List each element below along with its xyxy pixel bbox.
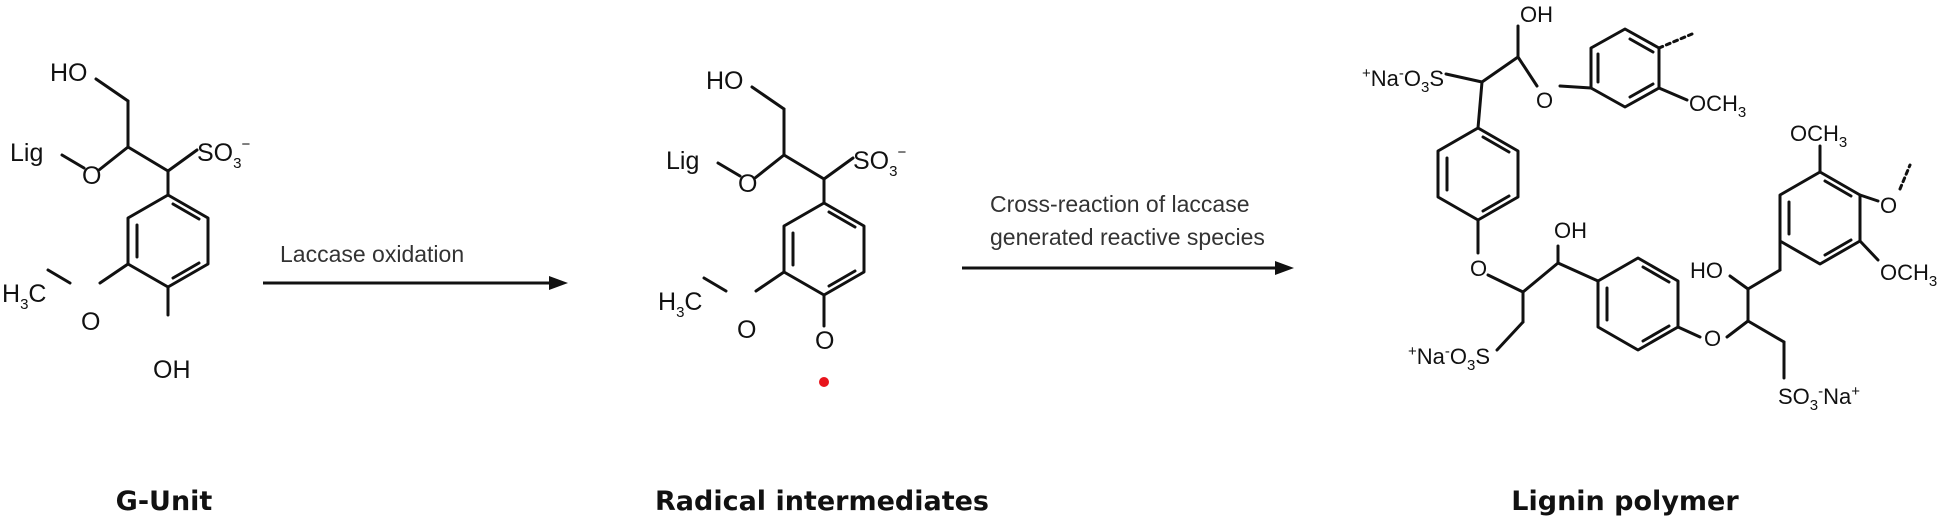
- radical-labels: HO Lig O SO3− H3C O O: [658, 67, 906, 387]
- laccase-oxidation-arrow: Laccase oxidation: [263, 241, 568, 290]
- g-unit-labels: HO Lig O SO3− H3C O OH: [2, 59, 250, 384]
- g-unit-hydroxyl-label: HO: [50, 59, 88, 87]
- polymer-right-top-methoxy-label: OCH3: [1790, 121, 1847, 151]
- radical-bonds: [702, 85, 866, 328]
- polymer-middle-hydroxyl-label: OH: [1554, 218, 1587, 243]
- radical-phenoxy-oxygen-label: O: [815, 327, 834, 355]
- g-unit-bonds: [46, 77, 210, 317]
- polymer-top-sodium-sulfonate-label: +Na-O3S: [1362, 65, 1444, 96]
- captions: G-Unit Radical intermediates Lignin poly…: [116, 486, 1740, 517]
- polymer-right-sodium-sulfonate-label: SO3-Na+: [1778, 383, 1860, 414]
- lignin-polymer-caption: Lignin polymer: [1511, 486, 1739, 517]
- polymer-top-hydroxyl-label: OH: [1520, 2, 1553, 27]
- polymer-top-ether-oxygen-label: O: [1536, 88, 1553, 113]
- polymer-right-ether-oxygen-label: O: [1880, 193, 1897, 218]
- radical-intermediate-structure: HO Lig O SO3− H3C O O: [658, 67, 906, 387]
- radical-methoxy-oxygen-label: O: [737, 316, 756, 344]
- g-unit-ether-oxygen-label: O: [82, 162, 101, 190]
- polymer-right-bottom-methoxy-label: OCH3: [1880, 260, 1937, 290]
- polymer-left-ether-oxygen-label: O: [1470, 256, 1487, 281]
- laccase-oxidation-label: Laccase oxidation: [280, 241, 464, 267]
- radical-lig-label: Lig: [666, 147, 699, 175]
- g-unit-phenol-label: OH: [153, 356, 191, 384]
- polymer-bonds: [1436, 24, 1912, 380]
- g-unit-caption: G-Unit: [116, 486, 213, 517]
- cross-reaction-label-line-1: Cross-reaction of laccase: [990, 191, 1250, 217]
- g-unit-lig-label: Lig: [10, 139, 43, 167]
- polymer-top-methoxy-label: OCH3: [1689, 91, 1746, 121]
- polymer-bottom-sodium-sulfonate-label: +Na-O3S: [1408, 343, 1490, 374]
- cross-reaction-arrow: Cross-reaction of laccase generated reac…: [962, 191, 1294, 275]
- radical-ether-oxygen-label: O: [738, 170, 757, 198]
- radical-sulfonate-label: SO3−: [853, 144, 906, 180]
- polymer-center-ether-oxygen-label: O: [1704, 326, 1721, 351]
- g-unit-methoxy-oxygen-label: O: [81, 308, 100, 336]
- radical-intermediates-caption: Radical intermediates: [655, 486, 989, 517]
- polymer-right-hydroxyl-label: HO: [1690, 258, 1723, 283]
- radical-dot: [819, 377, 829, 387]
- radical-hydroxyl-label: HO: [706, 67, 744, 95]
- g-unit-sulfonate-label: SO3−: [197, 136, 250, 172]
- g-unit-structure: HO Lig O SO3− H3C O OH: [2, 59, 250, 384]
- polymer-labels: OH O OCH3 +Na-O3S O OH +Na-O3S O HO SO3-…: [1362, 2, 1937, 414]
- g-unit-methyl-label: H3C: [2, 280, 46, 313]
- cross-reaction-label-line-2: generated reactive species: [990, 224, 1265, 250]
- lignin-polymer-structure: OH O OCH3 +Na-O3S O OH +Na-O3S O HO SO3-…: [1362, 2, 1937, 414]
- radical-methyl-label: H3C: [658, 288, 702, 321]
